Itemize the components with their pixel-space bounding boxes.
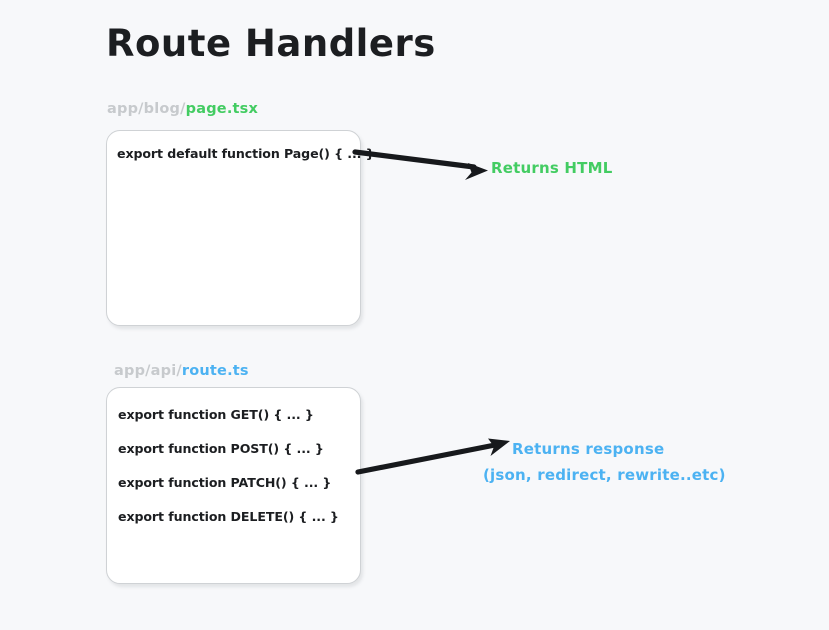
file-path-filename: page.tsx [185, 101, 259, 117]
code-card-page-tsx: export default function Page() { ... } [106, 130, 375, 326]
code-block-route: export function GET() { ... } export fun… [107, 388, 360, 534]
code-block-page: export default function Page() { ... } [107, 131, 375, 163]
code-card-route-ts: export function GET() { ... } export fun… [106, 387, 361, 584]
page-title: Route Handlers [106, 22, 436, 65]
annotation-response-kinds: (json, redirect, rewrite..etc) [483, 466, 726, 484]
code-line-patch: export function PATCH() { ... } [118, 475, 332, 490]
arrow-to-returns-html-icon [352, 149, 488, 180]
code-line-delete: export function DELETE() { ... } [118, 509, 339, 524]
file-path-page-tsx: app/blog/page.tsx [107, 101, 258, 117]
arrow-to-returns-response-icon [355, 438, 510, 475]
code-line-post: export function POST() { ... } [118, 441, 324, 456]
file-path-directory: app/api/ [114, 363, 182, 379]
code-line-get: export function GET() { ... } [118, 407, 314, 422]
annotation-returns-response: Returns response [512, 440, 665, 458]
file-path-directory: app/blog/ [107, 101, 186, 117]
file-path-route-ts: app/api/route.ts [114, 363, 249, 379]
file-path-filename: route.ts [181, 363, 249, 379]
code-line: export default function Page() { ... } [117, 146, 375, 161]
annotation-returns-html: Returns HTML [491, 159, 613, 177]
